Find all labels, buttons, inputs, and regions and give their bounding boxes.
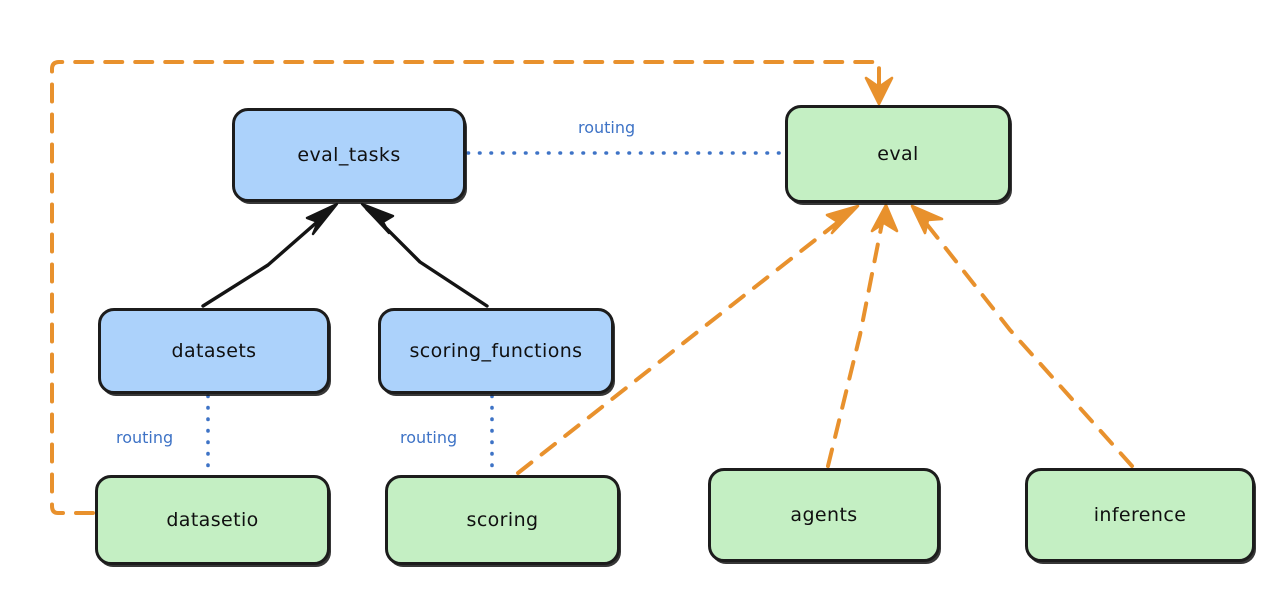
node-scoring-functions[interactable]: scoring_functions <box>378 308 614 394</box>
edge-datasets-to-eval_tasks <box>201 202 339 308</box>
node-agents[interactable]: agents <box>708 468 940 562</box>
node-label: scoring <box>466 509 539 531</box>
edge-label-routing-eval-tasks-eval: routing <box>578 118 636 137</box>
node-inference[interactable]: inference <box>1025 468 1255 562</box>
node-datasetio[interactable]: datasetio <box>95 475 330 565</box>
node-label: agents <box>790 504 858 526</box>
node-label: scoring_functions <box>409 340 583 362</box>
node-label: datasets <box>171 340 257 362</box>
edge-label-routing-scoring-functions-scoring: routing <box>400 428 458 447</box>
node-datasets[interactable]: datasets <box>98 308 330 394</box>
node-eval-tasks[interactable]: eval_tasks <box>232 108 466 202</box>
edge-label-routing-datasets-datasetio: routing <box>116 428 174 447</box>
edge-inference-to-eval <box>910 204 1134 468</box>
edge-scoring_functions-to-eval_tasks <box>360 202 489 308</box>
node-label: eval_tasks <box>297 144 401 166</box>
edge-agents-to-eval <box>826 203 899 468</box>
node-label: eval <box>877 143 919 165</box>
node-label: datasetio <box>166 509 259 531</box>
node-scoring[interactable]: scoring <box>385 475 620 565</box>
edge-datasetio-to-eval <box>50 60 894 515</box>
node-eval[interactable]: eval <box>785 105 1011 203</box>
node-label: inference <box>1093 504 1187 526</box>
